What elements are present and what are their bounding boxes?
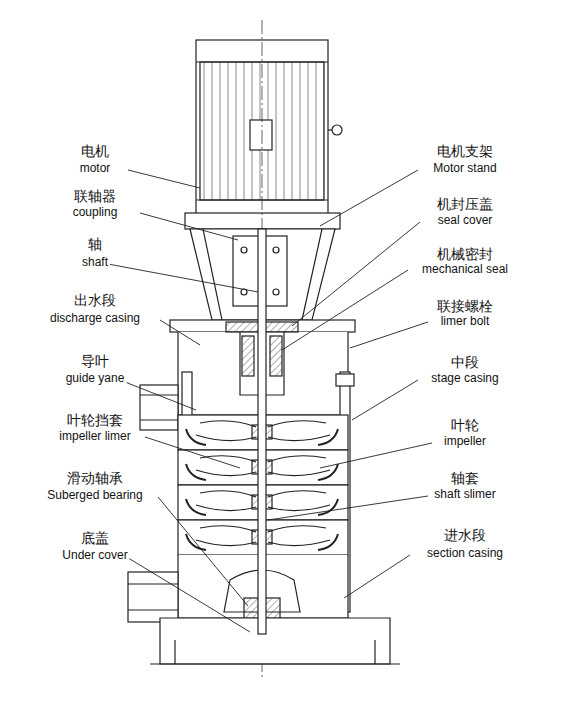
part-name-en: section casing [425,547,505,561]
part-name-en: mechanical seal [420,263,510,277]
part-name-zh: 中段 [449,354,481,370]
part-name-zh: 联接螺栓 [435,298,495,314]
motor-flange [185,213,340,229]
part-name-en: Under cover [60,549,129,563]
part-name-en: impeller [442,435,488,449]
part-name-en: motor [78,162,113,176]
shaft [258,229,266,634]
part-name-zh: 叶轮 [449,417,481,433]
part-name-en: Motor stand [431,162,498,176]
base [160,618,390,664]
part-name-en: discharge casing [48,312,142,326]
part-name-zh: 电机 [79,143,111,159]
part-name-zh: 机封压盖 [435,196,495,212]
mechanical-seal [242,336,254,376]
part-name-en: guide yane [64,372,127,386]
part-name-zh: 滑动轴承 [65,470,125,486]
part-name-zh: 出水段 [72,292,118,308]
part-name-en: limer bolt [439,315,492,329]
part-name-en: shaft [80,256,110,270]
outlet-flange [140,385,178,430]
leader-lines [108,170,432,632]
part-name-zh: 联轴器 [72,188,118,204]
terminal-box [250,120,272,150]
part-name-en: Suberged bearing [45,489,144,503]
part-name-en: coupling [71,206,120,220]
part-name-zh: 底盖 [79,530,111,546]
part-name-zh: 轴套 [449,470,481,486]
part-name-zh: 叶轮挡套 [65,412,125,428]
part-name-zh: 机械密封 [435,246,495,262]
inlet-flange [128,572,178,622]
part-name-zh: 轴 [86,236,104,252]
part-name-zh: 电机支架 [435,143,495,159]
part-name-en: shaft slimer [432,488,497,502]
part-name-zh: 进水段 [442,527,488,543]
part-name-en: impeller limer [57,430,132,444]
part-name-zh: 导叶 [79,353,111,369]
part-name-en: seal cover [436,214,495,228]
part-name-en: stage casing [429,372,500,386]
